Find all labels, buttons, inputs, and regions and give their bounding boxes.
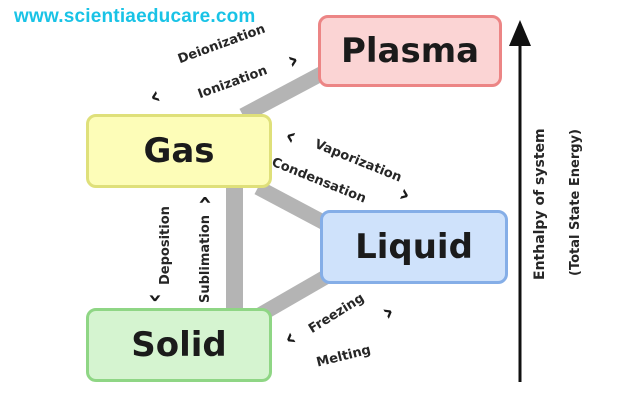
ionization-label: Ionization xyxy=(196,63,270,103)
chevron-left-icon: ‹ xyxy=(145,81,165,111)
chevron-right-icon: › xyxy=(283,45,303,75)
melting-label: Melting xyxy=(315,342,373,371)
deionization-label: Deionization xyxy=(176,21,268,68)
liquid-box: Liquid xyxy=(320,210,508,284)
watermark-url: www.scientiaeducare.com xyxy=(14,6,256,27)
chevron-left-icon: ‹ xyxy=(278,323,302,353)
sublimation-label: Sublimation xyxy=(198,214,213,303)
plasma-box: Plasma xyxy=(318,15,502,87)
chevron-left-icon: ‹ xyxy=(281,121,301,151)
deposition-label: Deposition xyxy=(158,206,173,285)
gas-box: Gas xyxy=(86,114,272,188)
chevron-up-icon: › xyxy=(189,195,218,205)
enthalpy-axis-arrow xyxy=(509,20,531,382)
solid-box: Solid xyxy=(86,308,272,382)
connector-gas-solid xyxy=(226,186,243,310)
freezing-label: Freezing xyxy=(306,290,368,337)
chevron-right-icon: › xyxy=(395,179,415,209)
chevron-right-icon: › xyxy=(376,297,400,327)
axis-label-total-state-energy: (Total State Energy) xyxy=(568,129,583,276)
chevron-down-icon: ‹ xyxy=(139,293,168,303)
axis-label-enthalpy: Enthalpy of system xyxy=(532,128,548,280)
